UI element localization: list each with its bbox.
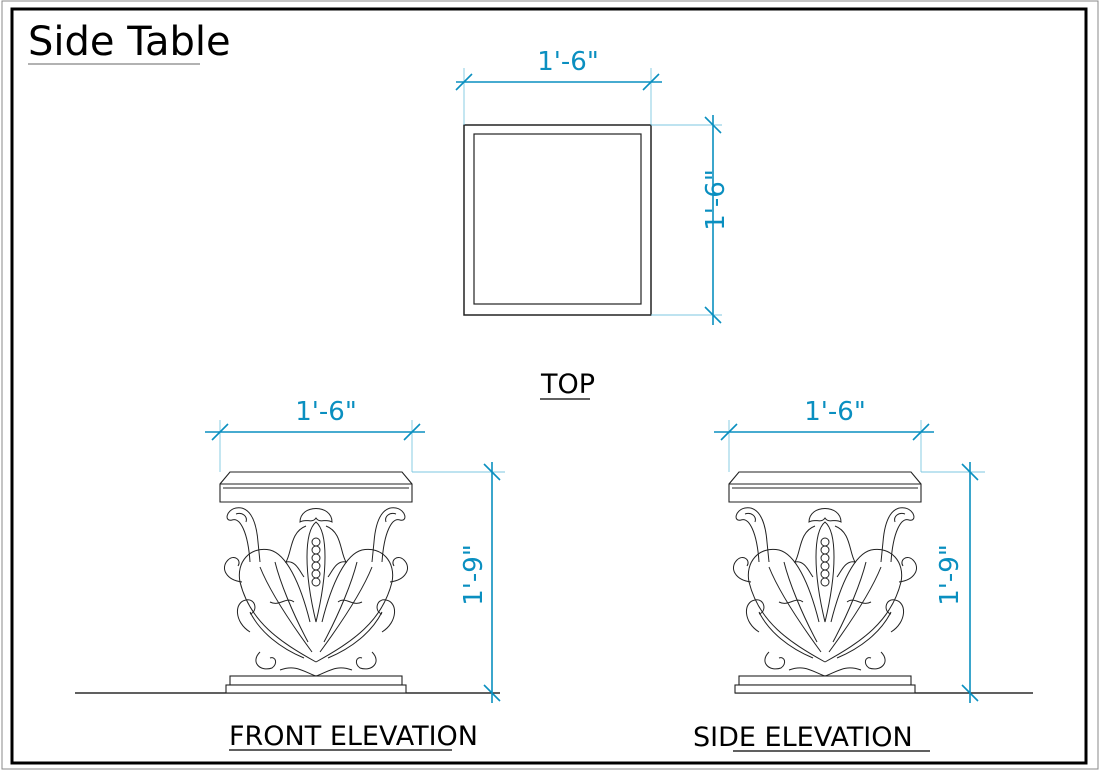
drawing-frame: [10, 7, 1088, 765]
side-width-dim: 1'-6": [804, 397, 866, 427]
side-height-dim: 1'-9": [935, 544, 965, 606]
top-depth-dim: 1'-6": [701, 169, 731, 231]
front-elevation-label: FRONT ELEVATION: [229, 721, 478, 752]
top-view-label: TOP: [540, 369, 595, 400]
sheet-title: Side Table: [28, 19, 231, 65]
side-elevation: 1'-6" 1'-9" SIDE ELEVATION: [693, 397, 1033, 753]
tabletop-inset: [473, 133, 642, 305]
side-elevation-label: SIDE ELEVATION: [693, 722, 913, 753]
front-height-dim: 1'-9": [459, 544, 489, 606]
front-table-drawing: [219, 471, 413, 694]
front-elevation: 1'-6" 1'-9" FRONT ELEVATION: [75, 397, 505, 752]
top-width-dim: 1'-6": [537, 47, 599, 77]
tabletop-outline: [463, 124, 652, 316]
front-width-dim: 1'-6": [295, 397, 357, 427]
side-table-drawing: [728, 471, 922, 694]
top-view: 1'-6" 1'-6" TOP: [455, 47, 731, 400]
